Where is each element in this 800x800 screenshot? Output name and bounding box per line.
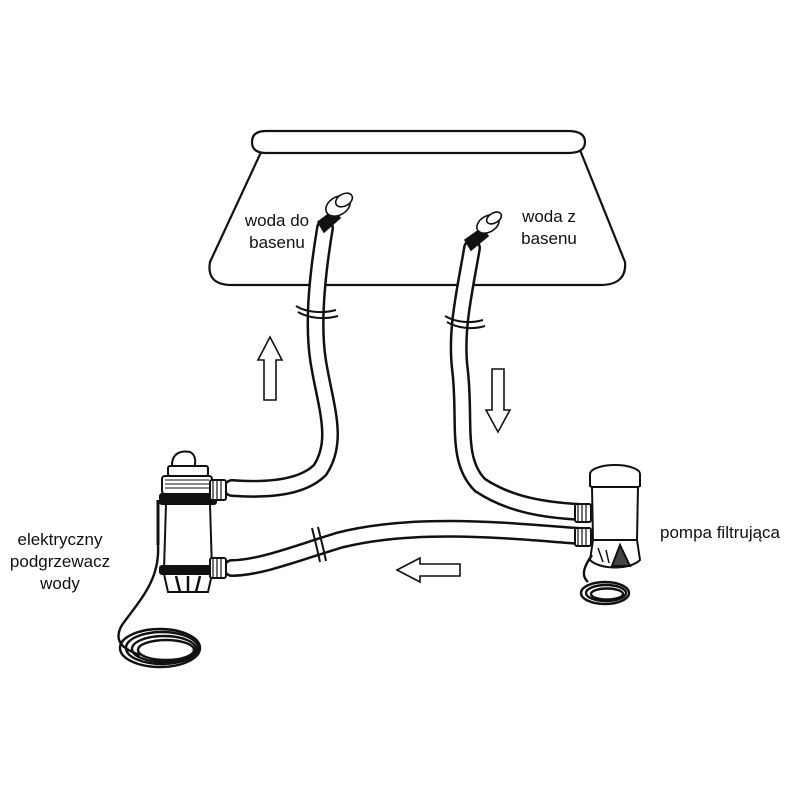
pump-power-cord bbox=[581, 555, 629, 604]
label-water-from-pool: woda z basenu bbox=[506, 206, 592, 250]
outlet-fitting bbox=[465, 210, 503, 250]
label-filter-pump: pompa filtrująca bbox=[660, 522, 780, 544]
label-line: wody bbox=[40, 574, 80, 593]
label-line: elektryczny bbox=[17, 530, 103, 549]
arrow-up-icon bbox=[258, 337, 282, 400]
arrow-left-icon bbox=[397, 558, 460, 582]
hose-pool-outlet bbox=[459, 248, 580, 512]
pool-rim bbox=[252, 131, 585, 153]
arrow-down-icon bbox=[486, 369, 510, 432]
electric-heater bbox=[158, 452, 226, 592]
inlet-fitting bbox=[318, 190, 355, 232]
label-line: woda z bbox=[522, 207, 576, 226]
label-electric-heater: elektryczny podgrzewacz wody bbox=[0, 529, 120, 595]
label-water-to-pool: woda do basenu bbox=[228, 210, 326, 254]
label-line: basenu bbox=[249, 233, 305, 252]
label-line: pompa filtrująca bbox=[660, 523, 781, 542]
label-line: podgrzewacz bbox=[9, 552, 111, 571]
hose-clips bbox=[296, 306, 485, 562]
filter-pump bbox=[575, 465, 640, 568]
hose-pool-inlet bbox=[232, 228, 330, 489]
label-line: woda do bbox=[244, 211, 310, 230]
label-line: basenu bbox=[521, 229, 577, 248]
hose-pump-to-heater bbox=[232, 529, 580, 568]
heater-power-cord bbox=[118, 545, 200, 667]
